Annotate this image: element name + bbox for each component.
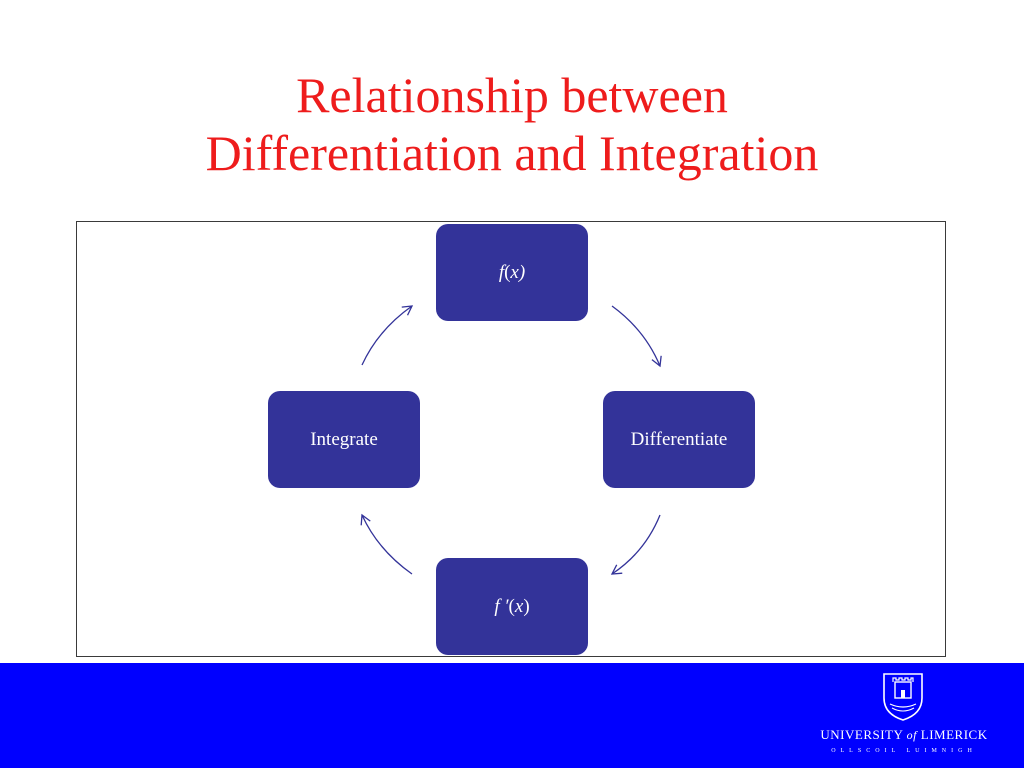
node-derivative-label: f ′(x) <box>494 595 530 617</box>
node-differentiate: Differentiate <box>603 391 755 488</box>
footer-bar <box>0 663 1024 768</box>
title-line-1: Relationship between <box>296 67 728 123</box>
slide-title: Relationship between Differentiation and… <box>0 66 1024 182</box>
diagram-frame <box>76 221 946 657</box>
title-line-2: Differentiation and Integration <box>205 125 819 181</box>
arrow-bottom-to-left <box>360 513 413 575</box>
arrow-left-to-top <box>361 305 414 366</box>
university-wordmark: UNIVERSITY of LIMERICK <box>820 727 988 742</box>
node-integrate-label: Integrate <box>310 428 378 450</box>
node-derivative: f ′(x) <box>436 558 588 655</box>
arrow-right-to-bottom <box>610 514 661 575</box>
arrow-top-to-right <box>611 305 662 368</box>
university-logo: UNIVERSITY of LIMERICK OLLSCOIL LUIMNIGH <box>816 670 992 762</box>
node-integrate: Integrate <box>268 391 420 488</box>
node-function: f(x) <box>436 224 588 321</box>
university-crest-icon <box>883 673 923 721</box>
node-function-label: f(x) <box>498 261 526 283</box>
university-irish-name: OLLSCOIL LUIMNIGH <box>831 748 977 754</box>
node-differentiate-label: Differentiate <box>630 428 728 450</box>
